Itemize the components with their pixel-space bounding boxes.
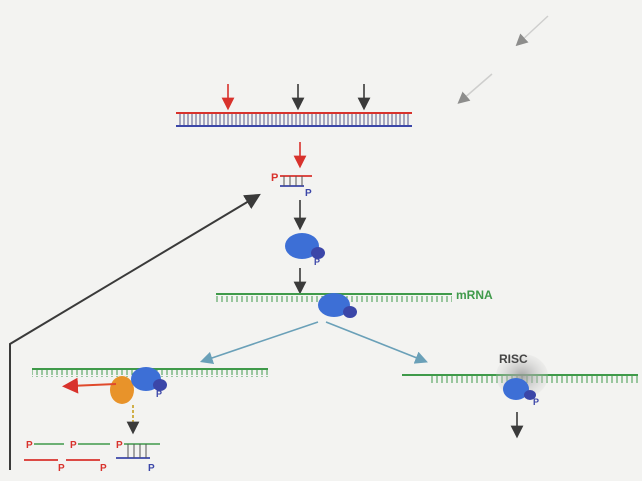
svg-text:P: P: [533, 397, 539, 407]
sirna-phosphate-sense: P: [271, 172, 278, 184]
rdrp-complex: P: [110, 367, 167, 404]
svg-text:P: P: [58, 463, 65, 474]
risc-label: RISC: [499, 352, 528, 366]
sirna-phosphate-antisense: P: [305, 188, 312, 199]
svg-text:P: P: [116, 440, 123, 451]
secondary-sirna-fragments: P P P P P P: [24, 440, 160, 474]
mrna-label: mRNA: [456, 288, 493, 302]
feedback-loop-arrow: [9, 193, 261, 470]
dsrna-duplex: [176, 112, 412, 127]
svg-text:P: P: [100, 463, 107, 474]
svg-text:P: P: [314, 257, 320, 267]
loaded-risc-protein: P: [285, 233, 325, 267]
sirna-duplex: P P: [271, 172, 312, 199]
svg-text:P: P: [26, 440, 33, 451]
mrna-bound-risc: [318, 293, 357, 318]
new-strand-arrow: [62, 377, 117, 394]
svg-text:P: P: [70, 440, 77, 451]
branch-arrows: [199, 321, 428, 365]
cleavage-arrows: [221, 84, 371, 111]
svg-text:P: P: [156, 389, 162, 399]
background-arrows: [457, 15, 549, 104]
svg-text:P: P: [148, 463, 155, 474]
risc-complex: P: [496, 354, 548, 407]
